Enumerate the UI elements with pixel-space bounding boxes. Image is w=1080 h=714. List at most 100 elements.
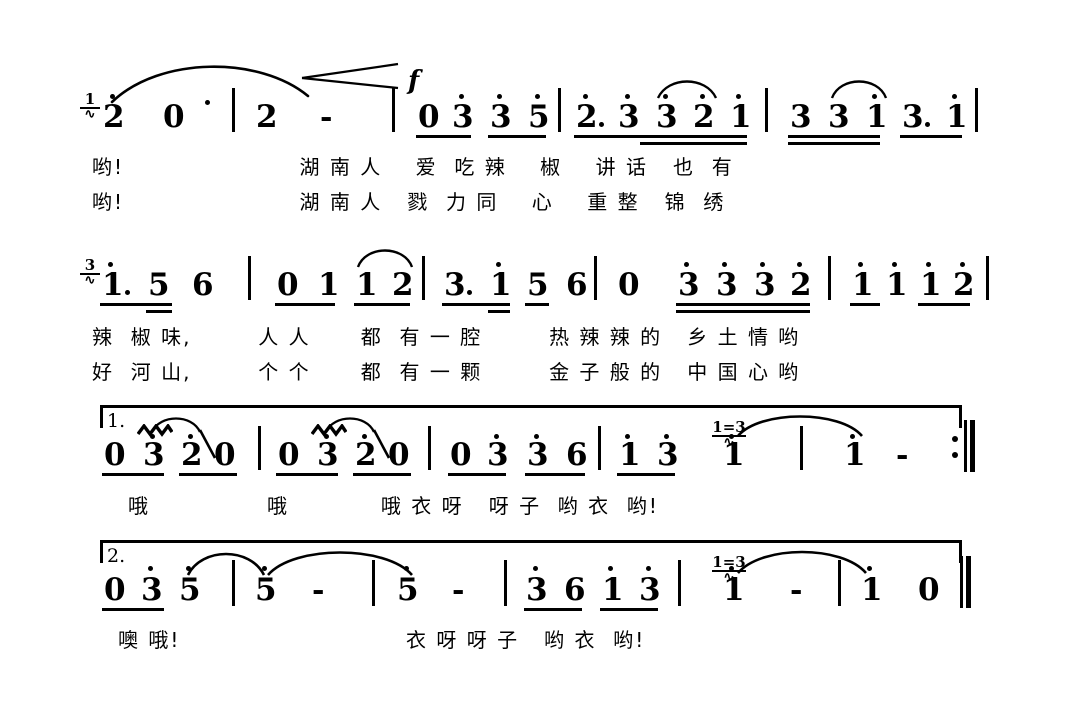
octave-dot xyxy=(684,262,689,267)
barline xyxy=(232,88,235,132)
beam xyxy=(524,608,582,611)
note-3-high: 3 xyxy=(317,437,339,473)
octave-dot xyxy=(186,566,191,571)
beam xyxy=(574,135,669,138)
slur-arc xyxy=(656,80,718,99)
repeat-end-thin-barline xyxy=(964,420,967,472)
note-3-dotted: 3 xyxy=(444,267,466,303)
note-3-high: 3 xyxy=(143,437,165,473)
note-3-high: 3 xyxy=(452,99,474,135)
note-rest-0: 0 xyxy=(918,572,940,608)
note-3-high: 3 xyxy=(490,99,512,135)
barline xyxy=(594,256,597,300)
note-3-high: 3 xyxy=(657,437,679,473)
note-2-high: 2 xyxy=(181,437,203,473)
dynamic-forte: f xyxy=(408,66,420,96)
note-3-high: 3 xyxy=(487,437,509,473)
lyric-line-4: 噢 哦! 衣 呀 呀 子 哟 衣 哟! xyxy=(118,628,646,652)
octave-dot xyxy=(459,94,464,99)
volta-label: 1. xyxy=(107,410,126,432)
note-1-high: 1 xyxy=(866,99,888,135)
octave-dot xyxy=(404,566,409,571)
octave-dot xyxy=(663,94,668,99)
key-change-label: 1=3 xyxy=(712,553,746,571)
note-1-high: 1 xyxy=(861,572,883,608)
system-4: 2. 0 3 5 5 - 5 - 3 6 1 3 1=3 ∿ 1 - xyxy=(0,0,1080,652)
barline xyxy=(800,426,803,470)
augmentation-dot xyxy=(599,122,604,127)
beam xyxy=(146,310,172,313)
note-2-high: 2 xyxy=(355,437,377,473)
octave-dot xyxy=(496,262,501,267)
octave-dot xyxy=(108,262,113,267)
barline xyxy=(678,560,681,606)
barline xyxy=(392,88,395,132)
beam xyxy=(276,473,338,476)
volta-bracket-2: 2. xyxy=(100,540,962,567)
note-2-high: 2 xyxy=(103,99,125,135)
note-1-high: 1 xyxy=(920,267,942,303)
repeat-dot xyxy=(952,436,958,442)
barline xyxy=(765,88,768,132)
note-1-high: 1 xyxy=(844,437,866,473)
note-sustain-dash: - xyxy=(790,573,803,608)
octave-dot xyxy=(850,434,855,439)
note-1-high: 1 xyxy=(730,99,752,135)
beam xyxy=(416,135,471,138)
beam xyxy=(179,473,237,476)
slur-arc xyxy=(324,417,376,433)
beam xyxy=(676,310,810,313)
lyric-line-2a: 辣 椒 味, 人 人 都 有 一 腔 热 辣 辣 的 乡 土 情 哟 xyxy=(92,325,801,349)
keymark-number: 3 xyxy=(84,256,96,274)
beam xyxy=(488,310,510,313)
keymark-rule xyxy=(712,570,746,572)
note-1-high: 1 xyxy=(886,267,908,303)
volta-right-leg xyxy=(959,408,962,428)
note-6: 6 xyxy=(566,437,588,473)
octave-dot xyxy=(952,94,957,99)
note-5-high: 5 xyxy=(255,572,277,608)
beam xyxy=(850,303,880,306)
note-rest-0: 0 xyxy=(278,437,300,473)
note-3-high: 3 xyxy=(618,99,640,135)
note-1-high-dotted: 1 xyxy=(102,267,124,303)
beam xyxy=(353,473,411,476)
augmentation-dot xyxy=(205,100,210,105)
tie-arc xyxy=(737,415,863,437)
barline xyxy=(598,426,601,470)
note-2: 2 xyxy=(256,99,278,135)
beam xyxy=(102,608,164,611)
volta-right-leg xyxy=(959,543,962,563)
final-thick-barline xyxy=(966,556,971,608)
octave-dot xyxy=(646,566,651,571)
note-6: 6 xyxy=(564,572,586,608)
octave-dot xyxy=(533,566,538,571)
keymark-wave: ∿ xyxy=(723,435,735,450)
volta-left-leg xyxy=(100,543,103,563)
system-3: 1. 0 3 2 0 0 3 2 0 0 3 3 6 1 xyxy=(0,0,1080,518)
portamento-slide-icon xyxy=(372,429,391,459)
note-3-high: 3 xyxy=(141,572,163,608)
barline xyxy=(428,426,431,470)
key-change-label: 1=3 xyxy=(712,418,746,436)
barline xyxy=(258,426,261,470)
barline xyxy=(838,560,841,606)
note-2-high: 2 xyxy=(953,267,975,303)
beam xyxy=(900,135,962,138)
repeat-dot xyxy=(952,452,958,458)
note-3-high: 3 xyxy=(754,267,776,303)
slur-arc xyxy=(186,552,266,576)
volta-bracket-1: 1. xyxy=(100,405,962,432)
octave-dot xyxy=(867,566,872,571)
augmentation-dot xyxy=(467,290,472,295)
note-sustain-dash: - xyxy=(312,573,325,608)
note-rest-0: 0 xyxy=(618,267,640,303)
octave-dot xyxy=(583,94,588,99)
tie-continuation-marker-1: 1 ∿ xyxy=(80,92,100,121)
octave-dot xyxy=(722,262,727,267)
beam xyxy=(448,473,506,476)
slur-arc xyxy=(830,80,888,99)
note-3: 3 xyxy=(790,99,812,135)
note-3-dotted: 3 xyxy=(902,99,924,135)
